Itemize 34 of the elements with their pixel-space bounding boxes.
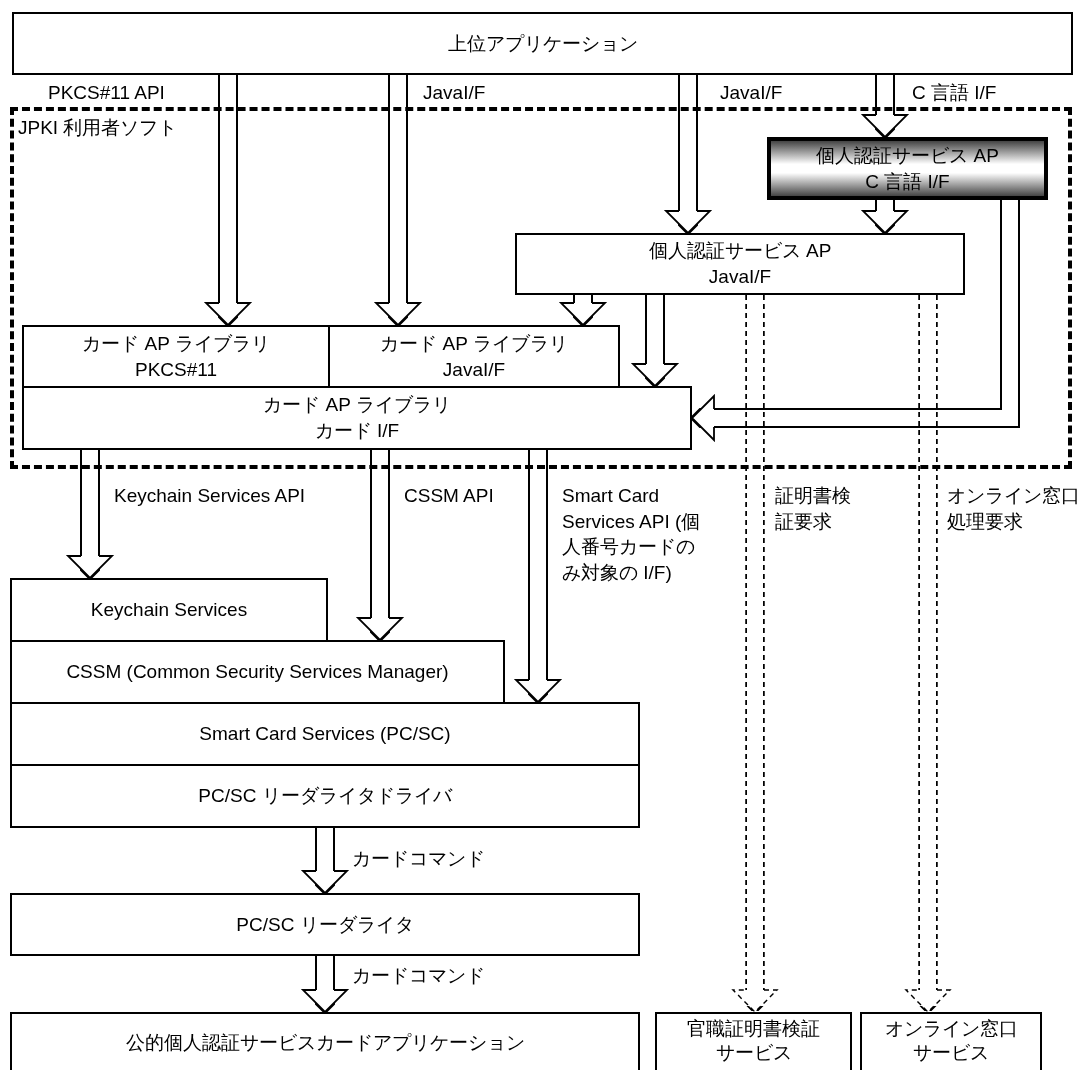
component-name: カード AP ライブラリ	[380, 331, 568, 356]
library-box	[22, 386, 692, 450]
service-layer	[10, 640, 505, 704]
component-name: オンライン窓口サービス	[883, 1017, 1019, 1065]
component-name: 官職証明書検証サービス	[686, 1017, 821, 1065]
component-name: カード AP ライブラリ	[82, 331, 270, 356]
interface-name: JavaI/F	[708, 265, 772, 289]
component-name: Smart Card Services (PC/SC)	[199, 722, 451, 747]
service-layer	[10, 702, 640, 766]
component-name: カード AP ライブラリ	[263, 393, 451, 418]
software-group	[10, 107, 1072, 469]
component-name: 個人認証サービス AP	[648, 239, 832, 264]
interface-name: C 言語 I/F	[865, 169, 950, 194]
reader-layer	[10, 893, 640, 956]
component-name: 上位アプリケーション	[447, 31, 638, 56]
component-name: PC/SC リーダライタ	[236, 912, 414, 937]
interface-name: カード I/F	[314, 419, 400, 443]
service-layer	[10, 578, 328, 642]
service-box	[767, 137, 1048, 200]
service-box	[515, 233, 965, 295]
interface-name: PKCS#11	[135, 357, 217, 382]
component-name: Keychain Services	[90, 598, 248, 623]
external-service-box	[860, 1012, 1042, 1070]
component-name: CSSM (Common Security Services Manager)	[66, 660, 449, 685]
component-name: 公的個人認証サービスカードアプリケーション	[125, 1031, 525, 1056]
component-name: 個人認証サービス AP	[816, 143, 999, 168]
library-box	[328, 325, 620, 388]
driver-layer	[10, 764, 640, 828]
library-box	[22, 325, 330, 388]
application-box	[12, 12, 1073, 75]
interface-name: JavaI/F	[442, 357, 506, 382]
card-application-box	[10, 1012, 640, 1070]
external-service-box	[655, 1012, 852, 1070]
component-name: PC/SC リーダライタドライバ	[198, 784, 452, 809]
